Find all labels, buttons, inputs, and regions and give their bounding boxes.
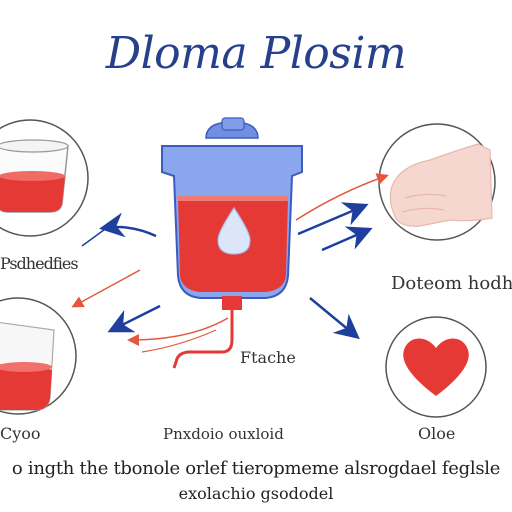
hand-icon [389, 143, 493, 227]
label-center: Ftache [240, 348, 296, 367]
label-right-top: Doteom hodh [391, 273, 512, 294]
caption-line-2: exolachio gsododel [178, 484, 334, 503]
blood-fill [0, 173, 65, 212]
blood-fill [0, 363, 52, 410]
label-center-bottom: Pnxdoio ouxloid [163, 425, 284, 443]
iv-tube [172, 310, 234, 369]
caption-line-1: o ingth the tbonole orlef tieropmeme als… [11, 458, 501, 479]
droplet-icon [217, 206, 251, 255]
arrow-blue-left-top [99, 212, 157, 238]
arrow-blue-right-bottom [309, 297, 360, 340]
hand-circle-top-right [378, 123, 496, 241]
heart-circle-bottom-right [385, 316, 487, 418]
label-left-bottom: Cyoo [0, 424, 41, 443]
glass-circle-bottom-left [0, 297, 77, 415]
cup-circle-top-left [0, 119, 89, 237]
heart-icon [403, 338, 469, 396]
arrow-red-left [71, 269, 141, 308]
arrow-red-bottom [127, 317, 229, 346]
label-left-top: Psdhedfies [0, 254, 79, 273]
arrow-red-bottom-secondary [141, 329, 217, 353]
diagram-title: Dloma Plosim [105, 28, 407, 79]
arrow-blue-left-bottom [107, 304, 161, 333]
arrow-blue-left-top-tail [81, 223, 113, 247]
iv-bag [161, 117, 303, 369]
arrow-red-right [295, 173, 389, 221]
arrow-blue-right-top [297, 202, 369, 236]
arrow-blue-right-middle [321, 226, 373, 252]
label-right-bottom: Oloe [418, 424, 456, 443]
